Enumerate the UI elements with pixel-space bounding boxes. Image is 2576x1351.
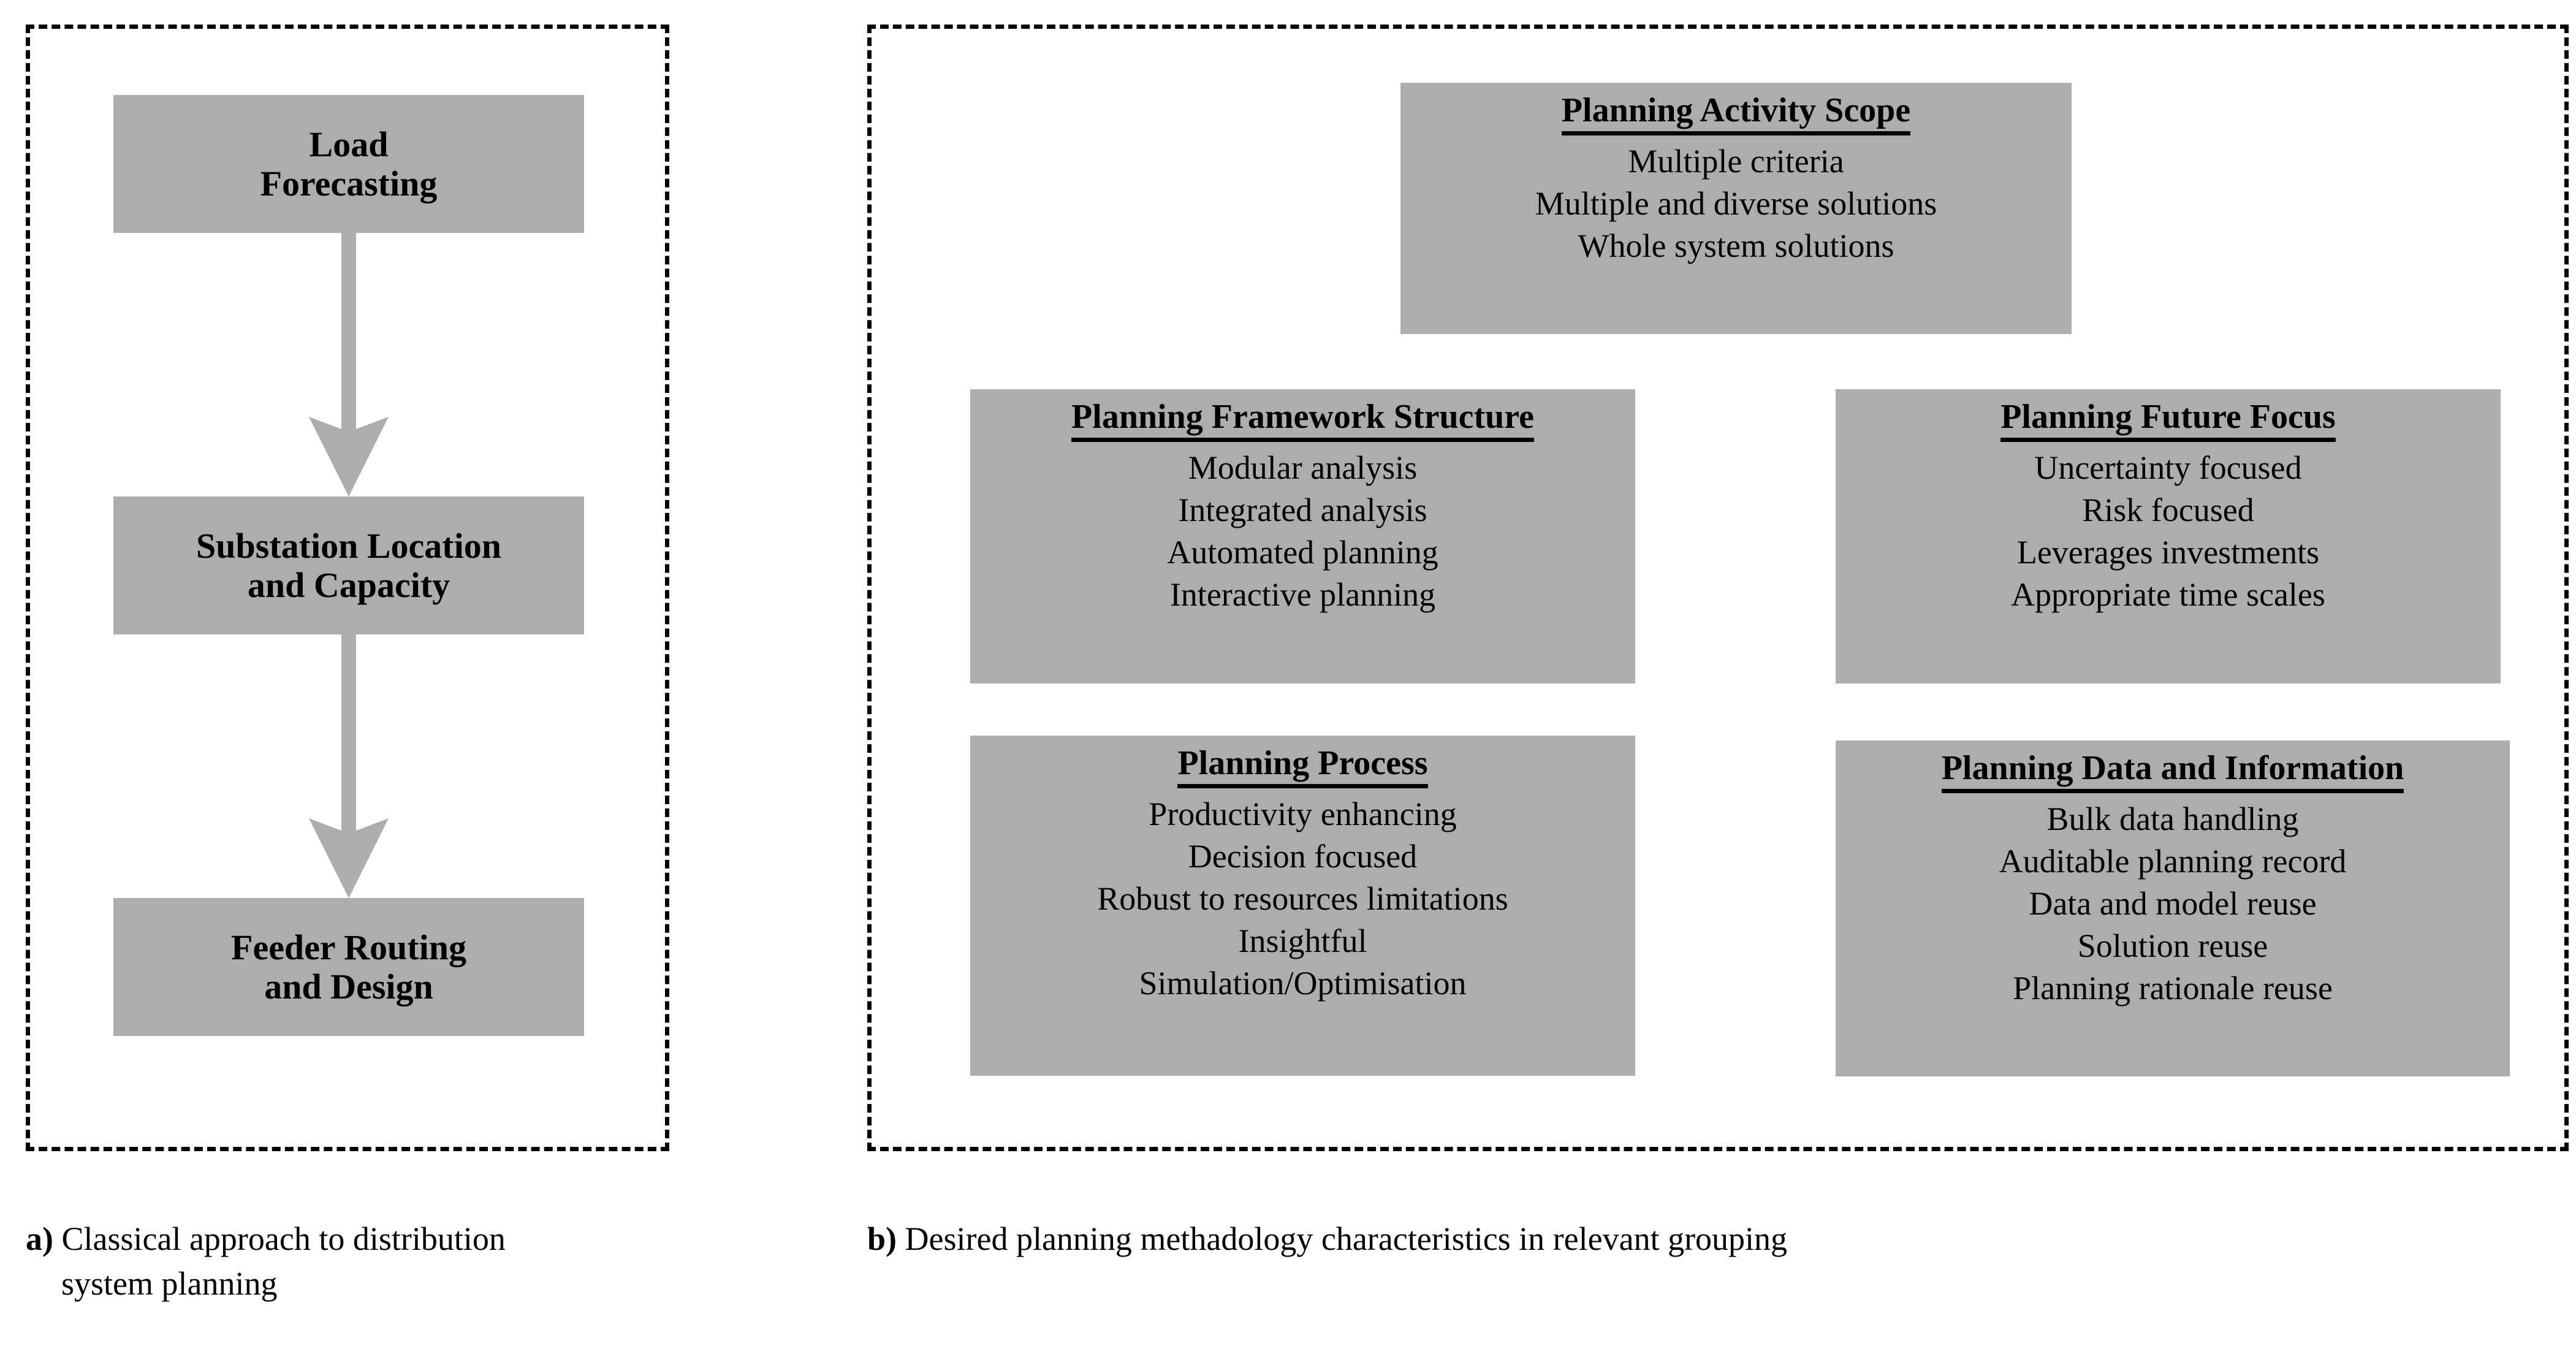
group-item: Productivity enhancing [1149, 795, 1457, 832]
panel-b-desired-characteristics [867, 25, 2569, 1151]
group-item: Simulation/Optimisation [1139, 965, 1467, 1002]
group-item: Solution reuse [2077, 927, 2268, 965]
group-item: Decision focused [1188, 837, 1418, 875]
group-item: Interactive planning [1169, 576, 1436, 614]
flow-box-line-1: Substation Location [196, 525, 501, 566]
flow-box-feeder-routing-and-design[interactable]: Feeder Routing and Design [113, 898, 584, 1036]
group-item: Risk focused [2082, 491, 2254, 528]
group-box-planning-future-focus[interactable]: Planning Future Focus Uncertainty focuse… [1836, 389, 2501, 683]
group-item: Whole system solutions [1578, 227, 1894, 264]
group-title: Planning Process [1177, 744, 1428, 788]
flow-box-substation-location-and-capacity[interactable]: Substation Location and Capacity [113, 497, 584, 634]
caption-text-b: Desired planning methadology characteris… [905, 1220, 1788, 1257]
group-box-planning-activity-scope[interactable]: Planning Activity Scope Multiple criteri… [1400, 83, 2072, 334]
group-box-planning-process[interactable]: Planning Process Productivity enhancing … [970, 736, 1635, 1076]
group-item: Appropriate time scales [2011, 576, 2325, 614]
flow-box-line-2: and Capacity [247, 565, 450, 605]
group-item: Insightful [1238, 923, 1367, 960]
group-item: Auditable planning record [1999, 842, 2347, 880]
flow-box-line-2: Forecasting [260, 163, 438, 204]
flow-box-load-forecasting[interactable]: Load Forecasting [113, 95, 584, 233]
group-item: Modular analysis [1188, 449, 1418, 486]
panel-a-classical-approach [26, 25, 669, 1151]
caption-text-a-line1: Classical approach to distribution [61, 1220, 506, 1257]
group-item: Planning rationale reuse [2013, 970, 2333, 1007]
group-title-wrap: Planning Activity Scope [1416, 91, 2056, 140]
group-item: Automated planning [1167, 533, 1438, 571]
group-title-wrap: Planning Framework Structure [986, 398, 1619, 447]
down-arrow-icon-substation-to-feeder [291, 634, 407, 898]
group-item: Uncertainty focused [2034, 449, 2302, 486]
caption-label-b: b) [867, 1220, 897, 1257]
group-title-wrap: Planning Data and Information [1852, 749, 2494, 798]
group-item: Multiple criteria [1628, 142, 1844, 180]
group-title: Planning Data and Information [1941, 749, 2404, 793]
group-title-wrap: Planning Process [986, 744, 1619, 793]
group-item: Integrated analysis [1178, 491, 1427, 528]
down-arrow-icon-load-to-substation [291, 233, 407, 497]
group-item: Leverages investments [2016, 533, 2320, 571]
caption-panel-b: b) Desired planning methadology characte… [867, 1217, 2461, 1262]
flow-box-line-1: Feeder Routing [231, 927, 466, 967]
group-title: Planning Framework Structure [1071, 398, 1534, 442]
caption-label-a: a) [26, 1220, 53, 1257]
group-box-planning-framework-structure[interactable]: Planning Framework Structure Modular ana… [970, 389, 1635, 683]
group-item: Robust to resources limitations [1097, 880, 1508, 917]
group-box-planning-data-and-information[interactable]: Planning Data and Information Bulk data … [1836, 740, 2510, 1076]
flow-box-line-1: Load [309, 124, 389, 164]
group-item: Bulk data handling [2046, 800, 2299, 837]
group-item: Data and model reuse [2029, 885, 2317, 922]
group-item: Multiple and diverse solutions [1535, 185, 1937, 222]
flow-box-line-2: and Design [264, 966, 433, 1007]
caption-panel-a: a) Classical approach to distribution sy… [26, 1217, 792, 1306]
caption-text-a-line2: system planning [61, 1265, 278, 1302]
group-title: Planning Activity Scope [1561, 91, 1911, 135]
group-title: Planning Future Focus [2000, 398, 2336, 442]
group-title-wrap: Planning Future Focus [1852, 398, 2485, 447]
